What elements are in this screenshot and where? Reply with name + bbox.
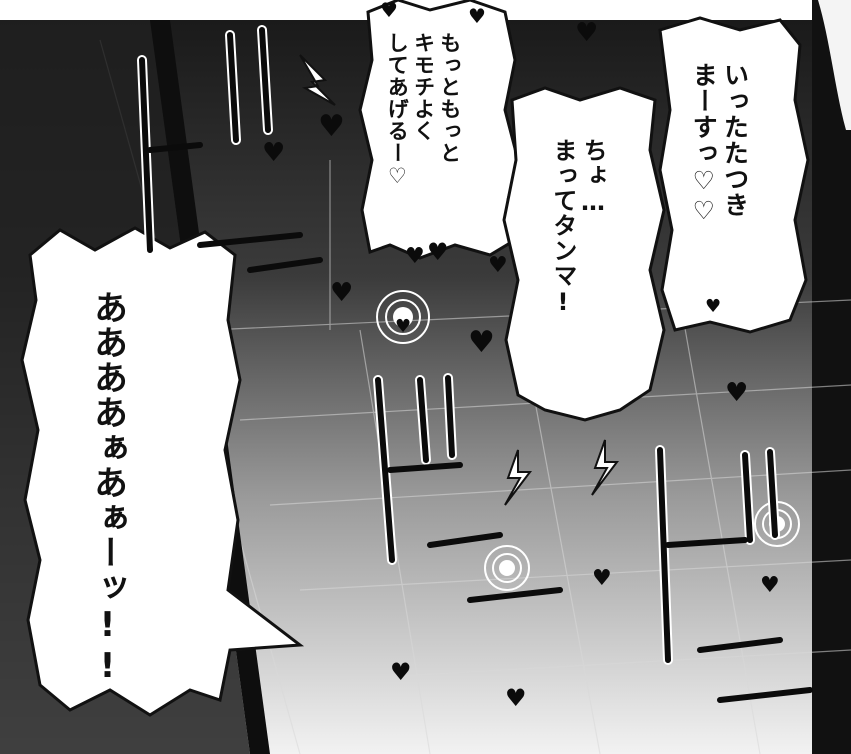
sfx-dochu-center: ドチュ [380,370,467,568]
sfx-dochu-top-left: ドチュ [140,40,227,238]
heart-icon: ♥ [468,4,486,28]
top-center-bubble-text: もっともっと キモチよく してあげるー♡ [385,32,462,189]
middle-bubble-text: ちょ… まってタンマ! [549,138,607,317]
heart-icon: ♥ [592,566,612,591]
right-bubble-shape [658,16,810,334]
heart-icon: ♥ [380,0,398,22]
heart-icon: ♥ [318,109,345,144]
heart-icon: ♥ [390,658,412,686]
heart-icon: ♥ [488,253,508,278]
middle-bubble-shape [502,86,666,422]
heart-icon: ♥ [405,244,425,269]
heart-icon: ♥ [705,296,722,317]
heart-icon: ♥ [468,325,495,360]
heart-icon: ♥ [427,238,449,266]
heart-icon: ♥ [330,278,354,308]
heart-icon: ♥ [505,684,527,712]
heart-icon: ♥ [575,18,599,48]
scream-text: ああああぁあぁーッ!! [87,290,128,687]
heart-icon: ♥ [725,378,749,408]
scream-bubble-shape [20,226,305,717]
heart-icon: ♥ [760,573,780,598]
right-bubble-text: いったたつき まーすっ♡♡ [689,62,750,226]
sfx-dochu-right: ドチュ [660,440,747,638]
spark-icons [299,54,620,506]
heart-icon: ♥ [262,138,286,168]
heart-icon: ♥ [395,316,412,337]
sfx-strokes-ink [139,27,813,703]
top-center-bubble-shape [358,0,520,260]
